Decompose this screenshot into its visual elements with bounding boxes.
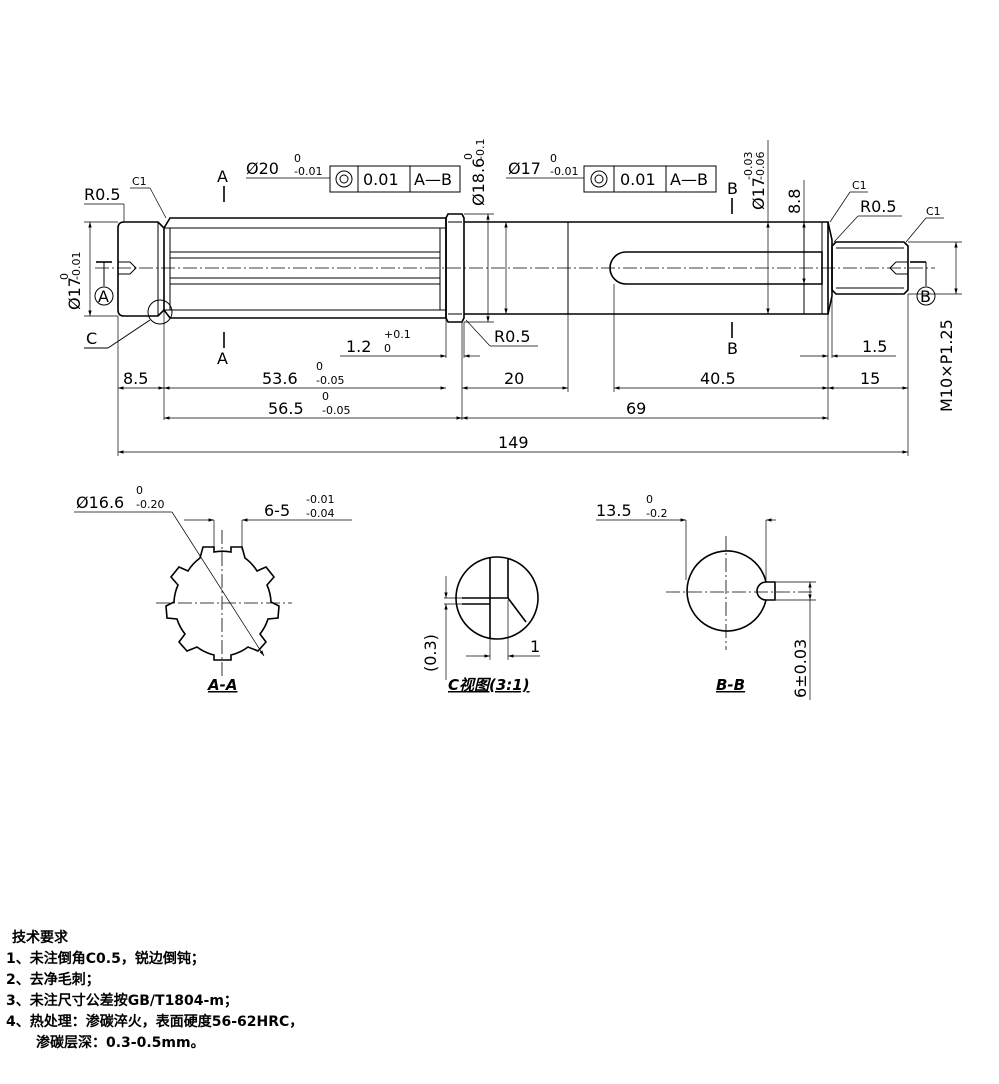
- c1-left: C1: [132, 175, 147, 188]
- section-aa: Ø16.6 0 -0.20 6-5 -0.01 -0.04 A-A: [74, 484, 352, 694]
- section-c: (0.3) 1 C视图(3:1): [421, 556, 540, 694]
- note-item: 3、未注尺寸公差按GB/T1804-m；: [6, 993, 238, 1009]
- dim-53-6: 53.6: [262, 369, 298, 388]
- note-item: 1、未注倒角C0.5，锐边倒钝；: [6, 951, 205, 967]
- notes-title: 技术要求: [12, 930, 68, 946]
- dia20-text: Ø20: [246, 159, 279, 178]
- groove-width: 1.2: [346, 337, 371, 356]
- svg-text:0: 0: [58, 273, 71, 280]
- datum-b-bubble: [916, 286, 936, 306]
- c-label: C视图(3:1): [448, 676, 530, 694]
- svg-text:-0.03: -0.03: [742, 152, 755, 180]
- svg-text:0.01: 0.01: [363, 170, 399, 189]
- aa-label: A-A: [207, 676, 237, 694]
- section-a-top: A: [217, 167, 228, 186]
- dim-8-8: 8.8: [785, 189, 804, 214]
- section-b-bottom: B: [727, 339, 738, 358]
- svg-text:-0.01: -0.01: [306, 493, 334, 506]
- svg-text:-0.05: -0.05: [316, 374, 344, 387]
- dim-8-5: 8.5: [123, 369, 148, 388]
- svg-text:-0.01: -0.01: [70, 252, 83, 280]
- fcf-1: 0.01 A—B: [329, 165, 461, 193]
- datum-a-bubble: [94, 286, 114, 306]
- svg-text:A—B: A—B: [670, 170, 708, 189]
- datum-b: B: [920, 287, 931, 306]
- dia186-text: Ø18.6: [469, 158, 488, 206]
- svg-text:-0.01: -0.01: [294, 165, 322, 178]
- technical-requirements: 技术要求 1、未注倒角C0.5，锐边倒钝； 2、去净毛刺； 3、未注尺寸公差按G…: [6, 928, 303, 1054]
- shaft-main-view: C A A B B Ø17 0 -0.01 A R0.5 C1: [58, 139, 962, 456]
- svg-text:0: 0: [462, 153, 475, 160]
- svg-text:+0.1: +0.1: [384, 328, 411, 341]
- detail-c-label: C: [86, 329, 97, 348]
- r-mid: R0.5: [494, 327, 531, 346]
- keyway-section: [686, 550, 776, 632]
- note-item: 2、去净毛刺；: [6, 972, 100, 988]
- dim-149: 149: [498, 433, 529, 452]
- bb-depth: 13.5: [596, 501, 632, 520]
- dim-15: 15: [860, 369, 880, 388]
- aa-spline: 6-5: [264, 501, 290, 520]
- svg-text:-0.06: -0.06: [754, 152, 767, 180]
- dim-20: 20: [504, 369, 524, 388]
- svg-text:-0.2: -0.2: [646, 507, 667, 520]
- left-journal: [117, 221, 165, 317]
- svg-text:-0.1: -0.1: [474, 139, 487, 160]
- r-left: R0.5: [84, 185, 121, 204]
- dia17b-text: Ø17: [508, 159, 541, 178]
- c1-right-2: C1: [926, 205, 941, 218]
- svg-text:0: 0: [294, 152, 301, 165]
- spline-profile: [165, 546, 280, 661]
- aa-dia: Ø16.6: [76, 493, 124, 512]
- r-right: R0.5: [860, 197, 897, 216]
- svg-text:0: 0: [646, 493, 653, 506]
- dim-56-5: 56.5: [268, 399, 304, 418]
- thread-end: [831, 241, 909, 295]
- svg-text:-0.20: -0.20: [136, 498, 164, 511]
- section-a-bottom: A: [217, 349, 228, 368]
- left-dia-text: Ø17: [65, 277, 84, 310]
- section-b-top: B: [727, 179, 738, 198]
- svg-text:0: 0: [384, 342, 391, 355]
- fcf-2: 0.01 A—B: [583, 165, 717, 193]
- dim-1-5: 1.5: [862, 337, 887, 356]
- middle-shaft: [464, 221, 829, 315]
- svg-text:0: 0: [550, 152, 557, 165]
- bb-width: 6±0.03: [791, 639, 810, 698]
- detail-c-circle: [147, 299, 173, 325]
- dim-69: 69: [626, 399, 646, 418]
- note-item-continuation: 渗碳层深：0.3-0.5mm。: [36, 1035, 205, 1051]
- svg-text:-0.05: -0.05: [322, 404, 350, 417]
- datum-a: A: [98, 287, 109, 306]
- note-item: 4、热处理：渗碳淬火，表面硬度56-62HRC，: [6, 1014, 304, 1030]
- svg-text:0: 0: [322, 390, 329, 403]
- svg-text:-0.04: -0.04: [306, 507, 334, 520]
- svg-text:-0.01: -0.01: [550, 165, 578, 178]
- c1-right-1: C1: [852, 179, 867, 192]
- keyway: [609, 251, 823, 285]
- dia17c-text: Ø17: [749, 177, 768, 210]
- section-bb: 13.5 0 -0.2 6±0.03 B-B: [596, 493, 816, 700]
- c-depth: (0.3): [421, 634, 440, 672]
- svg-text:0: 0: [136, 484, 143, 497]
- dim-40-5: 40.5: [700, 369, 736, 388]
- svg-text:0: 0: [316, 360, 323, 373]
- bb-label: B-B: [716, 676, 745, 694]
- c-width: 1: [530, 637, 540, 656]
- thread-spec: M10×P1.25: [937, 319, 956, 412]
- svg-text:A—B: A—B: [414, 170, 452, 189]
- svg-text:0.01: 0.01: [620, 170, 656, 189]
